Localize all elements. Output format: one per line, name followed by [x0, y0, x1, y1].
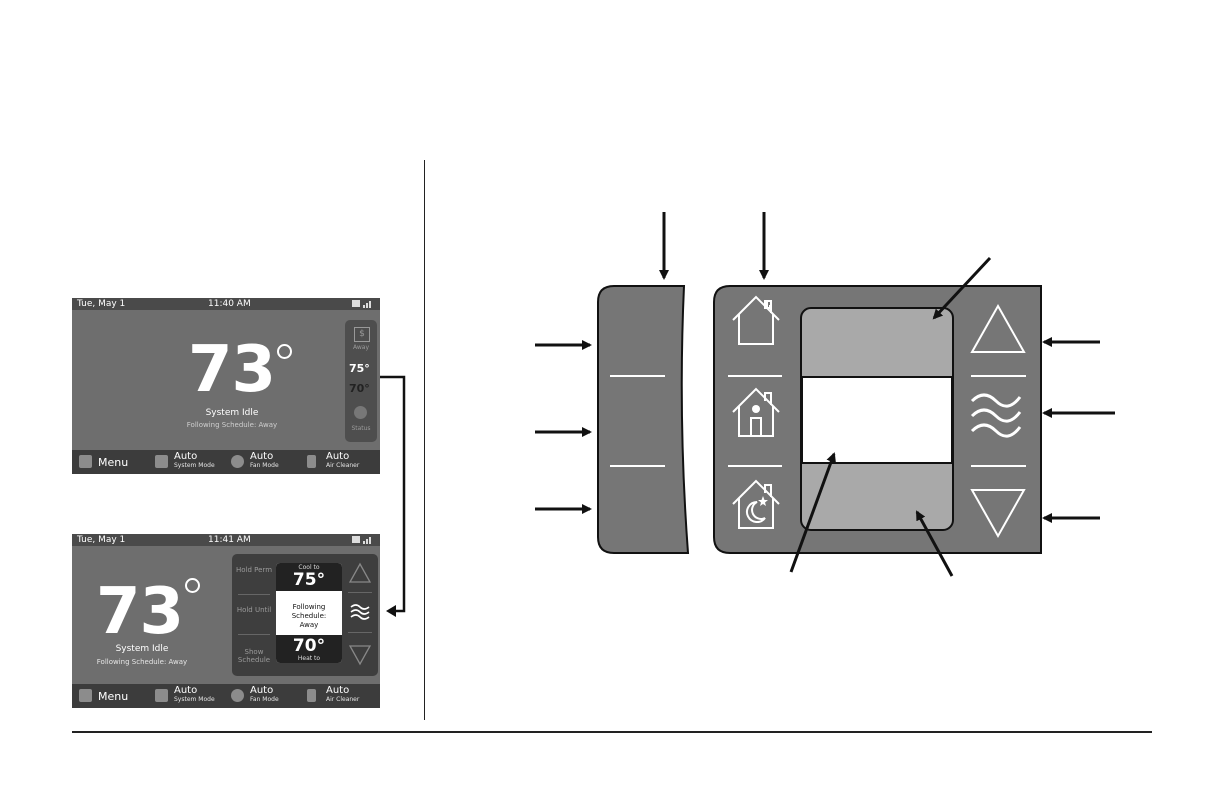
callout-arrow [915, 510, 954, 577]
menu-button[interactable]: Menu [79, 452, 149, 472]
heat-setpoint: 70° [349, 382, 370, 395]
fan-mode-button[interactable]: Auto Fan Mode [231, 452, 301, 472]
show-schedule-button[interactable]: Show Schedule [237, 648, 271, 664]
system-mode-value: Auto [174, 685, 198, 696]
column-divider [424, 160, 425, 720]
date-label: Tue, May 1 [77, 535, 126, 545]
air-cleaner-label: Air Cleaner [326, 696, 360, 703]
setpoint-control-panel: Hold Perm Hold Until Show Schedule Cool … [232, 554, 378, 676]
divider [348, 632, 372, 633]
system-mode-value: Auto [174, 451, 198, 462]
callout-arrow [932, 256, 992, 320]
cool-setpoint: 75° [292, 570, 326, 590]
system-mode-icon [155, 455, 168, 468]
hold-until-button[interactable]: Hold Until [236, 606, 272, 614]
status-label: Status [351, 425, 371, 432]
air-cleaner-button[interactable]: Auto Air Cleaner [307, 686, 377, 706]
menu-label: Menu [98, 690, 129, 703]
air-cleaner-value: Auto [326, 685, 350, 696]
current-temperature: 73 [188, 333, 276, 407]
menu-label: Menu [98, 456, 129, 469]
air-cleaner-label: Air Cleaner [326, 462, 360, 469]
fan-icon [231, 455, 244, 468]
menu-icon [79, 455, 92, 468]
fan-waves-icon[interactable] [970, 393, 1022, 438]
fan-mode-label: Fan Mode [250, 696, 279, 703]
up-arrow-icon[interactable] [348, 562, 372, 584]
setpoint-side-panel[interactable]: $ Away 75° 70° Status [345, 320, 377, 442]
thermostat-setpoint-screen: Tue, May 1 11:41 AM 73 System Idle Follo… [72, 534, 380, 708]
status-bar: Tue, May 1 11:41 AM [72, 534, 380, 546]
system-mode-button[interactable]: Auto System Mode [155, 686, 225, 706]
heat-to-label: Heat to [297, 655, 321, 662]
system-status: System Idle [205, 408, 259, 418]
home-status-icon [352, 536, 360, 543]
up-arrow-icon[interactable] [970, 303, 1026, 353]
down-arrow-icon[interactable] [970, 489, 1026, 539]
divider [348, 592, 372, 593]
house-with-moon-icon[interactable] [732, 479, 780, 529]
fan-mode-label: Fan Mode [250, 462, 279, 469]
thermostat-home-screen: Tue, May 1 11:40 AM 73 System Idle Follo… [72, 298, 380, 474]
date-label: Tue, May 1 [77, 299, 126, 309]
status-circle-icon [354, 406, 367, 419]
divider [238, 594, 270, 595]
cool-setpoint-area[interactable]: Cool to 75° [276, 563, 342, 591]
fan-icon [231, 689, 244, 702]
heat-setpoint: 70° [292, 636, 326, 656]
footer-rule [72, 731, 1152, 733]
fan-waves-icon[interactable] [348, 600, 372, 624]
screen-connector-arrow [380, 375, 406, 617]
bottom-bar: Menu Auto System Mode Auto Fan Mode Auto… [72, 684, 380, 708]
down-arrow-icon[interactable] [348, 644, 372, 666]
schedule-status: Following Schedule: Away [186, 421, 278, 429]
time-label: 11:40 AM [208, 299, 251, 309]
cool-to-label: Cool to [298, 564, 320, 571]
fan-mode-value: Auto [250, 451, 274, 462]
away-label: Away [353, 344, 369, 351]
system-status: System Idle [115, 644, 169, 654]
air-cleaner-button[interactable]: Auto Air Cleaner [307, 452, 377, 472]
system-mode-button[interactable]: Auto System Mode [155, 452, 225, 472]
hold-options-panel [597, 285, 690, 554]
heat-setpoint-area[interactable]: 70° Heat to [276, 635, 342, 663]
system-mode-icon [155, 689, 168, 702]
cool-setpoint: 75° [349, 362, 370, 375]
fan-mode-button[interactable]: Auto Fan Mode [231, 686, 301, 706]
signal-icon [363, 536, 373, 544]
degree-symbol [277, 344, 292, 359]
following-schedule-text: Following Schedule: Away [291, 603, 327, 629]
menu-icon [79, 689, 92, 702]
schedule-text-area [801, 376, 953, 464]
house-icon[interactable] [732, 295, 780, 345]
home-status-icon [352, 300, 360, 307]
time-label: 11:41 AM [208, 535, 251, 545]
air-cleaner-value: Auto [326, 451, 350, 462]
schedule-icon: $ [354, 327, 370, 342]
signal-icon [363, 300, 373, 308]
divider [238, 634, 270, 635]
status-bar: Tue, May 1 11:40 AM [72, 298, 380, 310]
menu-button[interactable]: Menu [79, 686, 149, 706]
callout-arrow [789, 452, 836, 573]
air-cleaner-icon [307, 455, 316, 468]
system-mode-label: System Mode [174, 696, 215, 703]
current-temperature: 73 [96, 575, 184, 649]
schedule-status: Following Schedule: Away [96, 658, 188, 666]
bottom-bar: Menu Auto System Mode Auto Fan Mode Auto… [72, 450, 380, 474]
fan-mode-value: Auto [250, 685, 274, 696]
system-mode-label: System Mode [174, 462, 215, 469]
air-cleaner-icon [307, 689, 316, 702]
hold-perm-button[interactable]: Hold Perm [236, 566, 273, 574]
degree-symbol [185, 578, 200, 593]
house-with-person-icon[interactable] [732, 387, 780, 437]
setpoint-display: Cool to 75° Following Schedule: Away 70°… [276, 563, 342, 663]
